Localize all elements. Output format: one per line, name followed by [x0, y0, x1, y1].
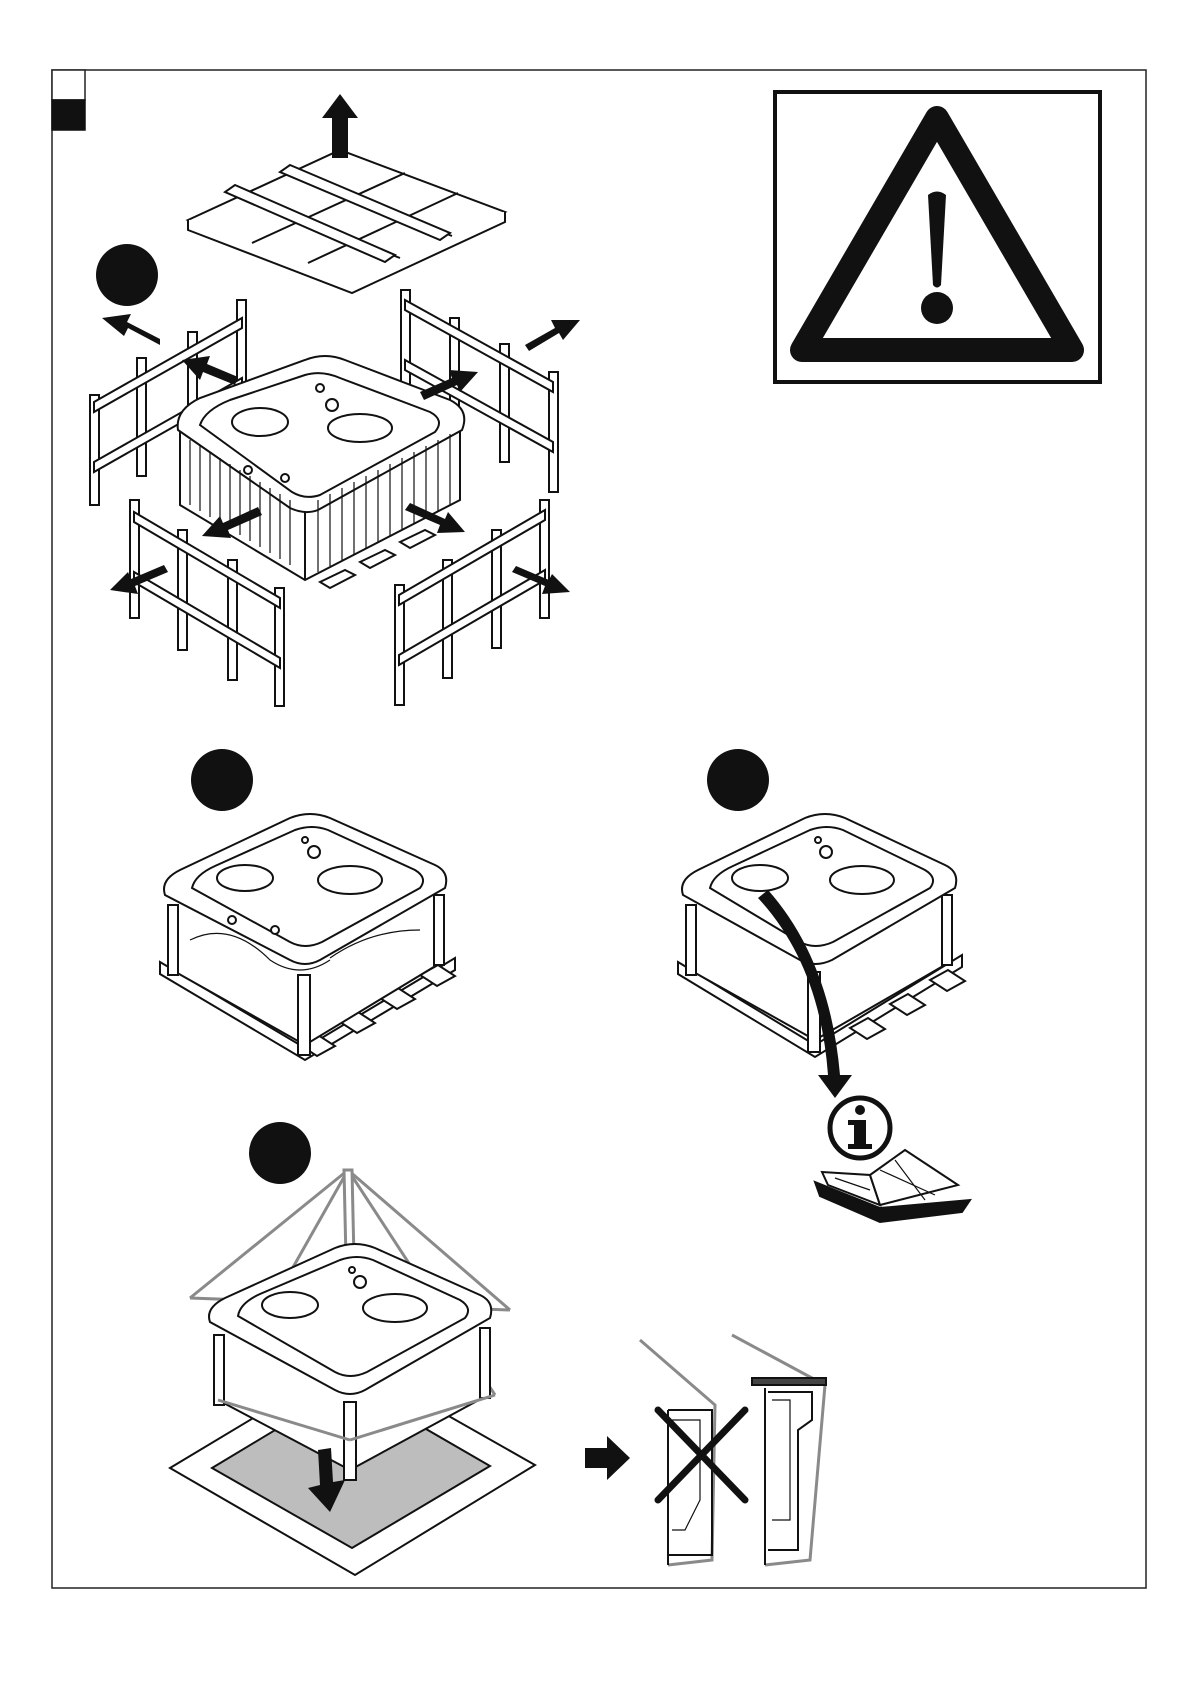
warning-box — [775, 92, 1100, 382]
info-circle-icon — [830, 1098, 890, 1158]
hot-tub-on-pallet — [160, 814, 455, 1060]
edge-detail-correct — [732, 1335, 826, 1565]
step-2-marker — [191, 749, 253, 811]
corner-tab-black — [52, 100, 85, 130]
arrow-icon — [585, 1436, 630, 1480]
arrow-icon — [102, 314, 160, 345]
step-1-marker — [96, 244, 158, 306]
crate-lid — [188, 150, 505, 293]
step-1-illustration — [90, 94, 580, 706]
step-3-illustration — [678, 749, 970, 1222]
crate-side-right-front — [395, 500, 549, 705]
step-3-marker — [707, 749, 769, 811]
hot-tub-crated — [178, 356, 465, 588]
step-4-marker — [249, 1122, 311, 1184]
corner-tab-white — [52, 70, 85, 100]
prohibited-cross-icon — [658, 1410, 745, 1500]
step-2-illustration — [160, 749, 455, 1060]
step-4-illustration — [170, 1122, 535, 1575]
open-manual-icon — [815, 1150, 970, 1222]
placement-detail — [585, 1335, 826, 1565]
arrow-icon — [322, 94, 358, 158]
arrow-icon — [525, 320, 580, 351]
